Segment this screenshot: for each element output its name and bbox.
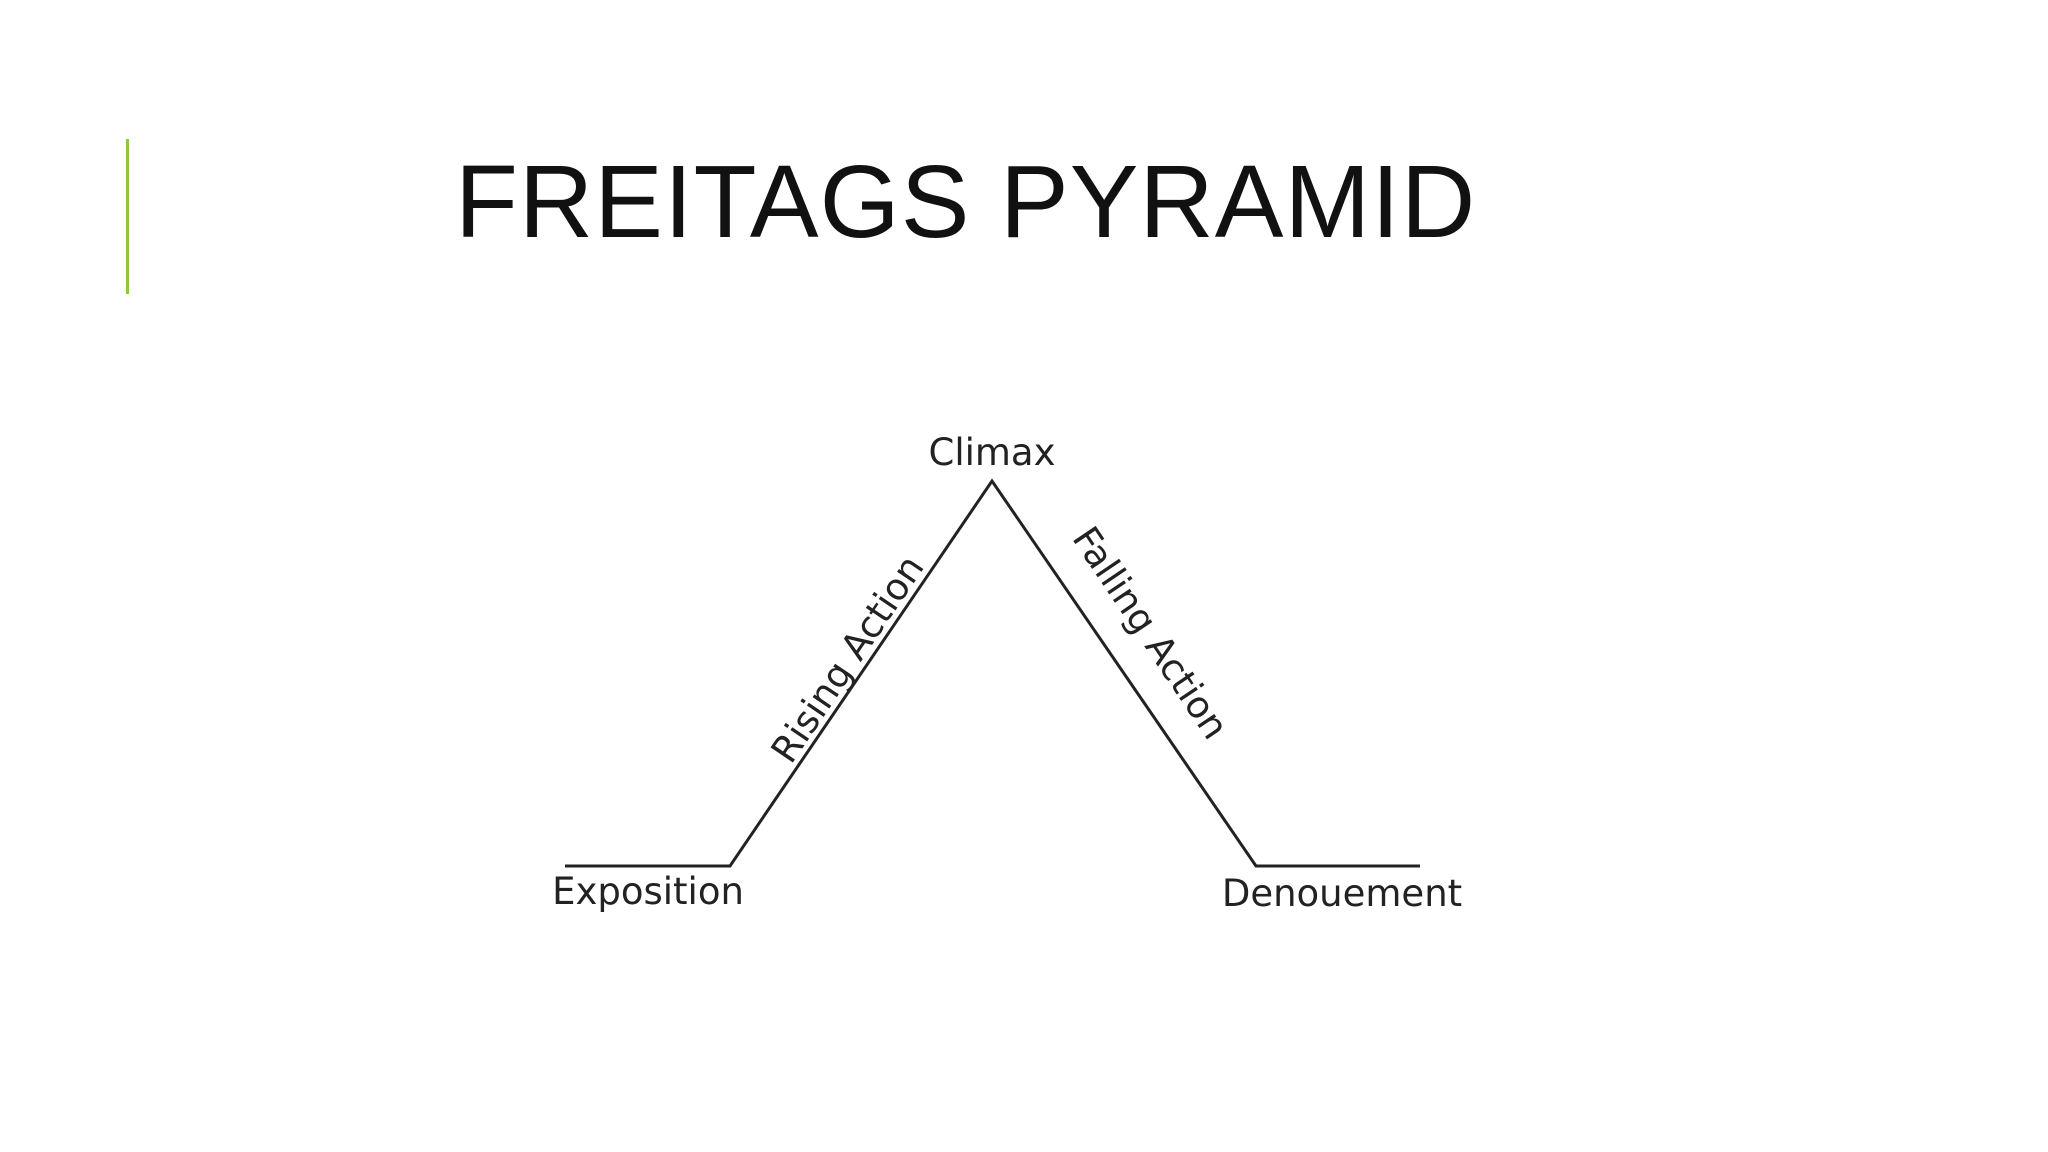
label-denouement: Denouement [1222, 872, 1462, 915]
pyramid-line [565, 478, 1420, 868]
label-exposition: Exposition [552, 870, 744, 913]
slide-title: FREITAGS PYRAMID [455, 144, 1477, 259]
label-climax: Climax [928, 431, 1055, 474]
label-rising-action: Rising Action [763, 547, 933, 770]
accent-bar [126, 139, 129, 294]
